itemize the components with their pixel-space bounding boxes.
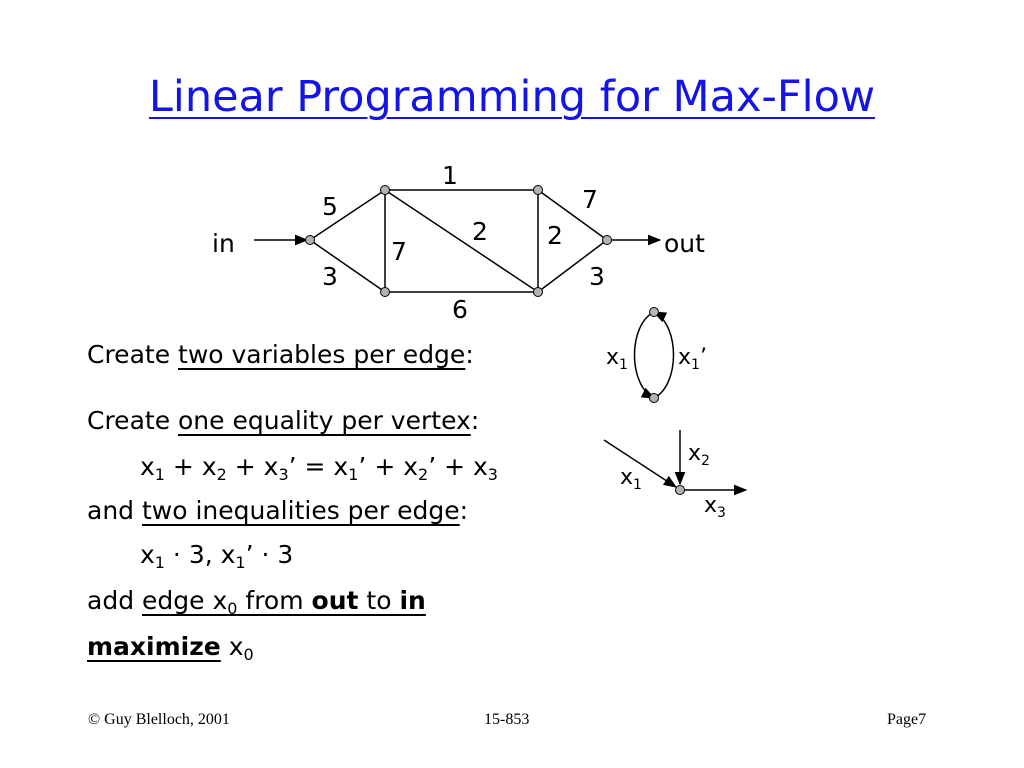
line-two-inequalities: and two inequalities per edge: <box>87 496 468 525</box>
slide-title: Linear Programming for Max-Flow <box>148 72 876 122</box>
node-source <box>305 235 315 245</box>
node-sink <box>602 235 612 245</box>
line-add-edge: add edge x0 from out to in <box>87 586 426 618</box>
text: : <box>459 496 469 525</box>
text: Create <box>87 406 179 435</box>
add-edge-link: edge x0 from out to in <box>142 586 426 618</box>
maximize-keyword: maximize <box>87 632 221 661</box>
edge-out-top <box>537 189 608 241</box>
node-top-left <box>380 185 390 195</box>
vertex-node <box>675 485 685 495</box>
edge-label-in-top: 5 <box>322 192 338 221</box>
text: and <box>87 496 142 525</box>
edge-label-top: 1 <box>442 161 458 190</box>
node-bottom-right <box>533 287 543 297</box>
edge-label-out-top: 7 <box>582 185 598 214</box>
vertex-label-x1: x1 <box>620 465 642 493</box>
node-bottom-left <box>380 287 390 297</box>
text: : <box>465 340 474 369</box>
line-one-equality: Create one equality per vertex: <box>87 406 479 435</box>
edge-out-bottom <box>537 239 608 293</box>
inequality-example: x1 · 3, x1’ · 3 <box>140 540 294 572</box>
pair-node-bottom <box>649 393 659 403</box>
out-label: out <box>664 229 705 258</box>
two-inequalities-link: two inequalities per edge <box>141 496 460 525</box>
edge-in-top <box>309 189 386 241</box>
pair-label-x1: x1 <box>606 345 628 373</box>
line-maximize: maximize x0 <box>87 632 254 664</box>
footer-course-number: 15-853 <box>484 711 530 728</box>
edge-label-bottom: 6 <box>452 295 468 324</box>
edge-diagonal <box>384 189 539 293</box>
edge-label-left-vertical: 7 <box>391 237 407 266</box>
edge-label-in-bottom: 3 <box>322 262 338 291</box>
vertex-label-x2: x2 <box>688 441 710 469</box>
equality-example: x1 + x2 + x3’ = x1’ + x2’ + x3 <box>140 452 498 484</box>
text: : <box>470 406 480 435</box>
pair-label-x1-prime: x1’ <box>678 345 707 373</box>
edge-in-bottom <box>309 239 386 293</box>
edge-pair-diagram <box>633 311 675 399</box>
one-equality-link: one equality per vertex <box>178 406 471 435</box>
node-top-right <box>533 185 543 195</box>
pair-node-top <box>649 307 659 317</box>
edge-label-out-bottom: 3 <box>589 262 605 291</box>
text: Create <box>87 340 179 369</box>
vertex-label-x3: x3 <box>704 493 726 521</box>
edge-label-right-vertical: 2 <box>547 221 563 250</box>
footer-copyright: © Guy Blelloch, 2001 <box>88 711 230 728</box>
edge-label-diagonal: 2 <box>472 217 488 246</box>
vertex-in-edge-x1 <box>603 439 678 488</box>
line-two-variables: Create two variables per edge: <box>87 340 474 369</box>
footer-page-number: Page7 <box>887 711 927 728</box>
in-label: in <box>212 229 235 258</box>
two-variables-link: two variables per edge <box>178 340 466 369</box>
